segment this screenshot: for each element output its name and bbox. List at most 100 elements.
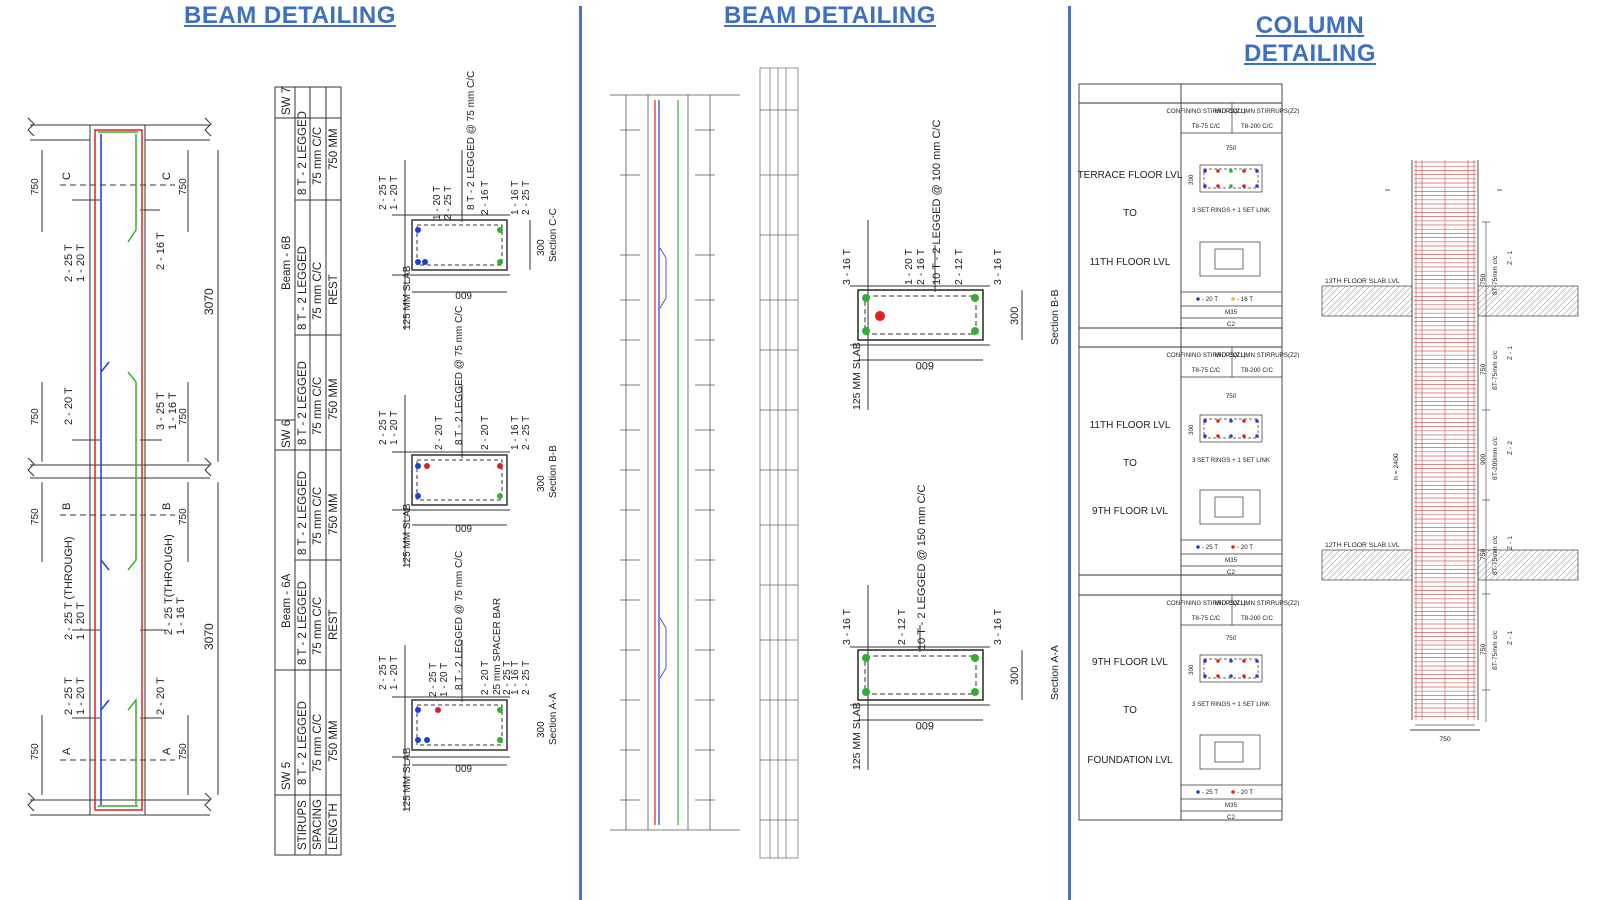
bar-label: 2 - 16 T xyxy=(155,232,167,270)
dim-depth: 300 xyxy=(1188,174,1195,185)
column-height: h = 2400 xyxy=(1393,453,1400,480)
bar-label: 3 - 25 T xyxy=(155,392,167,430)
dim-width: 600 xyxy=(455,289,472,300)
section-name: Section B-B xyxy=(1049,290,1061,345)
schedule-spacing: 75 mm C/C xyxy=(312,262,324,320)
zone-dim: 750 xyxy=(1480,548,1487,560)
bar-label: 2 - 25 T xyxy=(63,677,75,715)
zone-mark: Z - 1 xyxy=(1507,536,1514,550)
confining-spacing: T8-75 C/C xyxy=(1192,615,1221,622)
zone-spacing: 8T-75mm c/c xyxy=(1492,255,1499,295)
dim-width: 600 xyxy=(916,359,934,371)
schedule-spacing: 75 mm C/C xyxy=(312,487,324,545)
beam-elevation-bars xyxy=(94,129,143,811)
header-confining: CONFINING STIRRUPS(Z1) xyxy=(1166,352,1245,359)
rebar-dot xyxy=(497,707,503,713)
rebar-dot xyxy=(497,737,503,743)
section-a-a-left: Section A-A 8 T - 2 LEGGED @ 75 mm C/C 2… xyxy=(378,551,559,812)
dim-3070: 3070 xyxy=(202,623,216,650)
stirrup-label: 10 T - 2 LEGGED @ 100 mm C/C xyxy=(931,120,943,285)
schedule-wall: SW 5 xyxy=(281,762,293,790)
section-name: Section C-C xyxy=(548,208,559,262)
rebar-dot xyxy=(971,688,979,696)
bar-label: 2 - 25 T xyxy=(521,661,532,695)
column-table-content: TERRACE FLOOR LVL TO 11TH FLOOR LVL 11TH… xyxy=(1078,170,1183,766)
header-confining: CONFINING STIRRUPS(Z1) xyxy=(1166,108,1245,115)
header-mid: MID-COLUMN STIRRUPS(Z2) xyxy=(1215,600,1300,607)
section-mark: B xyxy=(61,503,73,510)
rebar-dot xyxy=(424,737,430,743)
dim-width: 750 xyxy=(1226,393,1237,400)
bar-label: 2 - 25 T xyxy=(428,663,439,697)
bar-label: 2 - 20 T xyxy=(480,416,491,450)
section-name: Section B-B xyxy=(548,445,559,498)
header-mid: MID-COLUMN STIRRUPS(Z2) xyxy=(1215,352,1300,359)
bar-label: 1 - 16 T xyxy=(510,181,521,215)
dim-750: 750 xyxy=(178,743,189,760)
dim-depth: 300 xyxy=(536,239,547,256)
legend-bar: - 16 T xyxy=(1237,296,1253,303)
level-to: 9TH FLOOR LVL xyxy=(1092,506,1168,517)
bar-label: 2 - 25 T xyxy=(521,181,532,215)
level-from: 11TH FLOOR LVL xyxy=(1090,420,1171,431)
rebar-dot xyxy=(971,294,979,302)
slab-level-label: 13TH FLOOR SLAB LVL xyxy=(1325,278,1400,285)
column-detail-table xyxy=(1078,83,1283,821)
bar-label: 1 - 20 T xyxy=(389,176,400,210)
mid-spacing: T8-200 C/C xyxy=(1241,123,1274,130)
slab-label: 125 MM SLAB xyxy=(851,702,863,770)
schedule-length: REST xyxy=(328,609,340,640)
schedule-beam: Beam - 6A xyxy=(281,573,293,628)
header-mid: MID-COLUMN STIRRUPS(Z2) xyxy=(1215,108,1300,115)
zone-mark: Z - 1 xyxy=(1507,251,1514,265)
rebar-dot xyxy=(862,294,870,302)
stirrup-schedule-table xyxy=(274,86,342,856)
long-beam-elevation xyxy=(610,94,740,831)
rebar-dot xyxy=(415,259,421,265)
column-section-block-2: CONFINING STIRRUPS(Z1) MID-COLUMN STIRRU… xyxy=(1166,347,1299,576)
column-stirrups xyxy=(1414,161,1476,717)
schedule-spacing: 75 mm C/C xyxy=(312,597,324,655)
rebar-dot xyxy=(862,327,870,335)
dim-width: 750 xyxy=(1226,145,1237,152)
section-a-a-middle: Section A-A 10 T - 2 LEGGED @ 150 mm C/C… xyxy=(841,485,1061,770)
zone-dim: 750 xyxy=(1480,273,1487,285)
dim-depth: 300 xyxy=(1188,664,1195,675)
schedule-length: 750 MM xyxy=(328,378,340,420)
rebar-dot xyxy=(497,227,503,233)
zone-spacing: 8T-200mm c/c xyxy=(1492,436,1499,480)
bar-label: 1 - 16 T xyxy=(167,392,179,430)
schedule-length: 750 MM xyxy=(328,493,340,535)
level-to: 11TH FLOOR LVL xyxy=(1090,257,1171,268)
bar-label: 2 - 25 T xyxy=(378,411,389,445)
bar-label: 2 - 25 T (THROUGH) xyxy=(63,537,75,641)
slab-label: 125 MM SLAB xyxy=(402,747,413,812)
column-mark: C2 xyxy=(1227,569,1235,576)
legend-bar: - 20 T xyxy=(1202,296,1218,303)
dim-3070: 3070 xyxy=(202,288,216,315)
schedule-stirrup: 8 T - 2 LEGGED xyxy=(297,111,309,195)
rings-label: 3 SET RINGS + 1 SET LINK xyxy=(1192,701,1271,708)
rebar-dot xyxy=(497,493,503,499)
schedule-stirrup: 8 T - 2 LEGGED xyxy=(297,246,309,330)
schedule-row-label: STIRUPS xyxy=(297,800,309,850)
column-section-block-1: CONFINING STIRRUPS(Z1) MID-COLUMN STIRRU… xyxy=(1166,103,1299,328)
column-mark: C2 xyxy=(1227,814,1235,821)
zone-mark: Z - 1 xyxy=(1507,346,1514,360)
rebar-dot xyxy=(497,463,503,469)
mid-spacing: T8-200 C/C xyxy=(1241,615,1274,622)
dim-750: 750 xyxy=(30,408,41,425)
bar-label: 2 - 25 T xyxy=(378,656,389,690)
title-column-detailing: COLUMN DETAILING xyxy=(1243,12,1377,67)
beam-elevation xyxy=(27,117,219,816)
rebar-dot xyxy=(415,737,421,743)
dim-depth: 300 xyxy=(1009,307,1021,325)
rings-label: 3 SET RINGS + 1 SET LINK xyxy=(1192,207,1271,214)
zone-dim: 900 xyxy=(1480,453,1487,465)
bar-label: 1 - 20 T xyxy=(439,663,450,697)
mid-spacing: T8-200 C/C xyxy=(1241,367,1274,374)
column-elevation: 13TH FLOOR SLAB LVL 12TH FLOOR SLAB LVL … xyxy=(1321,160,1579,743)
dim-width: 600 xyxy=(916,719,934,731)
bar-label: 2 - 12 T xyxy=(953,248,965,285)
schedule-spacing: 75 mm C/C xyxy=(312,714,324,772)
